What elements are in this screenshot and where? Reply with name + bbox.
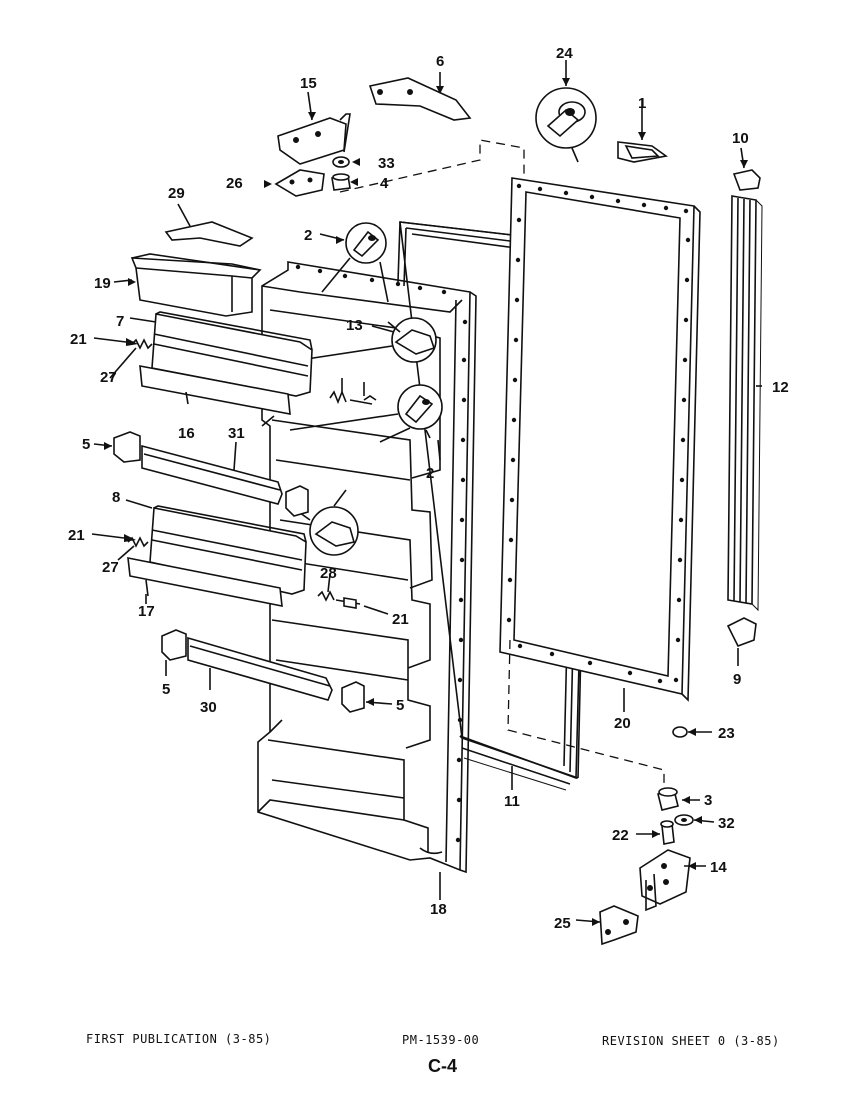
lower-shelf-rail [187, 636, 333, 701]
callout-20: 20 [614, 715, 631, 732]
assembly-lines [339, 139, 665, 792]
callout-15: 15 [300, 75, 317, 92]
callout-9: 9 [733, 671, 741, 688]
liner-screw-holes [295, 264, 468, 843]
callout-21: 21 [68, 527, 85, 544]
shelf-pin-upper [93, 337, 153, 379]
callout-12: 12 [772, 379, 789, 396]
callout-32: 32 [718, 815, 735, 832]
callout-17: 17 [138, 603, 155, 620]
bottom-hinge [639, 849, 706, 912]
hinge-bushing [331, 173, 351, 191]
callout-21: 21 [392, 611, 409, 628]
handle-end-cap-detail [535, 60, 597, 163]
callout-5: 5 [82, 436, 90, 453]
callout-13: 13 [346, 317, 363, 334]
page-number: C-4 [428, 1056, 458, 1076]
handle-bottom-clip [726, 617, 757, 666]
callout-27: 27 [102, 559, 119, 576]
callout-4: 4 [380, 175, 389, 192]
frame-screw-holes [506, 183, 691, 684]
footer-part-number: PM-1539-00 [402, 1033, 480, 1047]
hinge-shim [274, 169, 325, 197]
callout-5: 5 [396, 697, 404, 714]
callout-29: 29 [168, 185, 185, 202]
callout-labels: 1 2 2 3 4 5 5 5 6 7 8 9 10 11 12 13 14 1… [68, 45, 789, 932]
callout-30: 30 [200, 699, 217, 716]
lower-shelf-bar [127, 557, 283, 607]
callout-23: 23 [718, 725, 735, 742]
center-spring-pin [317, 573, 389, 615]
callout-3: 3 [704, 792, 712, 809]
door-stop [368, 72, 472, 121]
callout-2: 2 [426, 465, 434, 482]
shelf-stud-detail-right [289, 384, 443, 443]
shelf-retainer-detail-lower [295, 489, 359, 556]
shelf-pin-lower [91, 533, 149, 561]
shelf-end-clip-middle [285, 485, 309, 517]
shelf-stud-detail-top [319, 222, 389, 303]
callout-2: 2 [304, 227, 312, 244]
callout-21: 21 [70, 331, 87, 348]
door-bracket [617, 100, 668, 163]
shelf-end-clip-lower-left [161, 629, 187, 676]
callout-arrowheads [104, 78, 748, 926]
bottom-washer [674, 814, 715, 826]
callout-5: 5 [162, 681, 170, 698]
shelf-retainer-detail [299, 317, 437, 363]
shelf-end-clip-upper [93, 431, 141, 463]
callout-16: 16 [178, 425, 195, 442]
callout-11: 11 [504, 793, 520, 810]
callout-7: 7 [116, 313, 124, 330]
outer-door-frame [499, 177, 701, 702]
bottom-bushing [657, 787, 700, 811]
callout-8: 8 [112, 489, 120, 506]
leader-lines [145, 321, 762, 900]
lower-shelf-front [125, 499, 307, 595]
callout-10: 10 [732, 130, 749, 147]
callout-26: 26 [226, 175, 243, 192]
callout-22: 22 [612, 827, 629, 844]
callout-6: 6 [436, 53, 444, 70]
callout-31: 31 [228, 425, 245, 442]
hinge-washer [332, 156, 350, 168]
top-hinge [277, 91, 351, 165]
callout-14: 14 [710, 859, 727, 876]
footer-revision: REVISION SHEET 0 (3-85) [602, 1034, 780, 1048]
upper-shelf-bar [139, 365, 291, 415]
callout-28: 28 [320, 565, 337, 582]
shelf-spring-pair [329, 378, 377, 405]
dairy-compartment [113, 253, 262, 317]
handle-top-clip [732, 147, 761, 191]
middle-shelf-rail [141, 441, 283, 505]
callout-33: 33 [378, 155, 395, 172]
bottom-hinge-shim [575, 905, 639, 946]
callout-18: 18 [430, 901, 447, 918]
callout-19: 19 [94, 275, 111, 292]
callout-25: 25 [554, 915, 571, 932]
callout-1: 1 [638, 95, 646, 112]
footer-first-publication: FIRST PUBLICATION (3-85) [86, 1032, 272, 1046]
dairy-door-cover [164, 203, 254, 247]
door-handle-trim [727, 195, 763, 612]
callout-27: 27 [100, 369, 117, 386]
callout-24: 24 [556, 45, 573, 62]
